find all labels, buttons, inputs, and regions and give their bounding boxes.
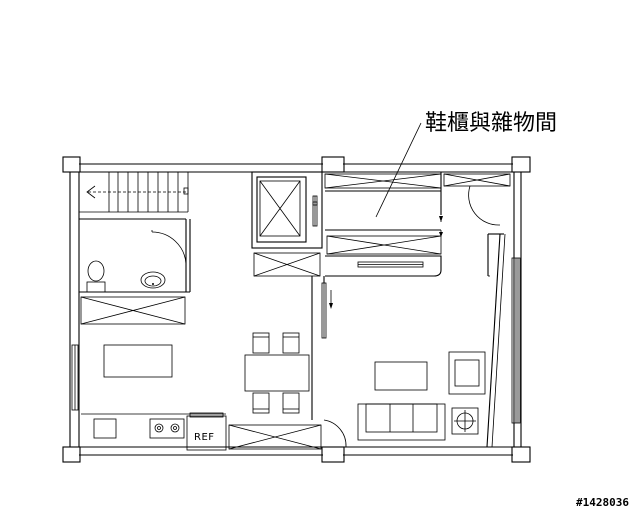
armchair <box>448 351 486 395</box>
refrigerator-icon: REF <box>186 412 227 451</box>
sink-icon <box>140 271 166 289</box>
living-room <box>357 351 486 441</box>
toilet-icon <box>86 260 106 293</box>
storage-cabinet-kitchen <box>80 296 186 325</box>
side-table-lamp-icon <box>451 407 479 435</box>
elevator <box>251 171 323 277</box>
dining-chair <box>252 392 270 414</box>
staircase <box>79 172 189 213</box>
dining-table <box>244 354 310 392</box>
kitchen-island <box>103 344 173 378</box>
sofa <box>357 403 446 441</box>
kitchen-sink-icon <box>93 418 117 439</box>
shoe-cabinet-storage-room <box>324 122 511 277</box>
structural-columns <box>62 156 531 463</box>
storage-cabinet-floor <box>228 424 322 450</box>
dining-chair <box>252 332 270 354</box>
plan-number-label: #1428036 <box>576 496 629 509</box>
dining-set <box>244 332 310 414</box>
kitchen: REF <box>81 344 322 451</box>
coffee-table <box>374 361 428 391</box>
outer-walls <box>69 163 522 456</box>
refrigerator-label: REF <box>194 432 215 443</box>
storage-room-label: 鞋櫃與雜物間 <box>425 111 557 136</box>
entry-partition <box>311 276 347 448</box>
bathroom <box>79 218 191 325</box>
dining-chair <box>282 332 300 354</box>
stove-icon <box>149 418 185 439</box>
windows <box>71 257 521 424</box>
dining-chair <box>282 392 300 414</box>
living-room-wall <box>486 233 506 448</box>
